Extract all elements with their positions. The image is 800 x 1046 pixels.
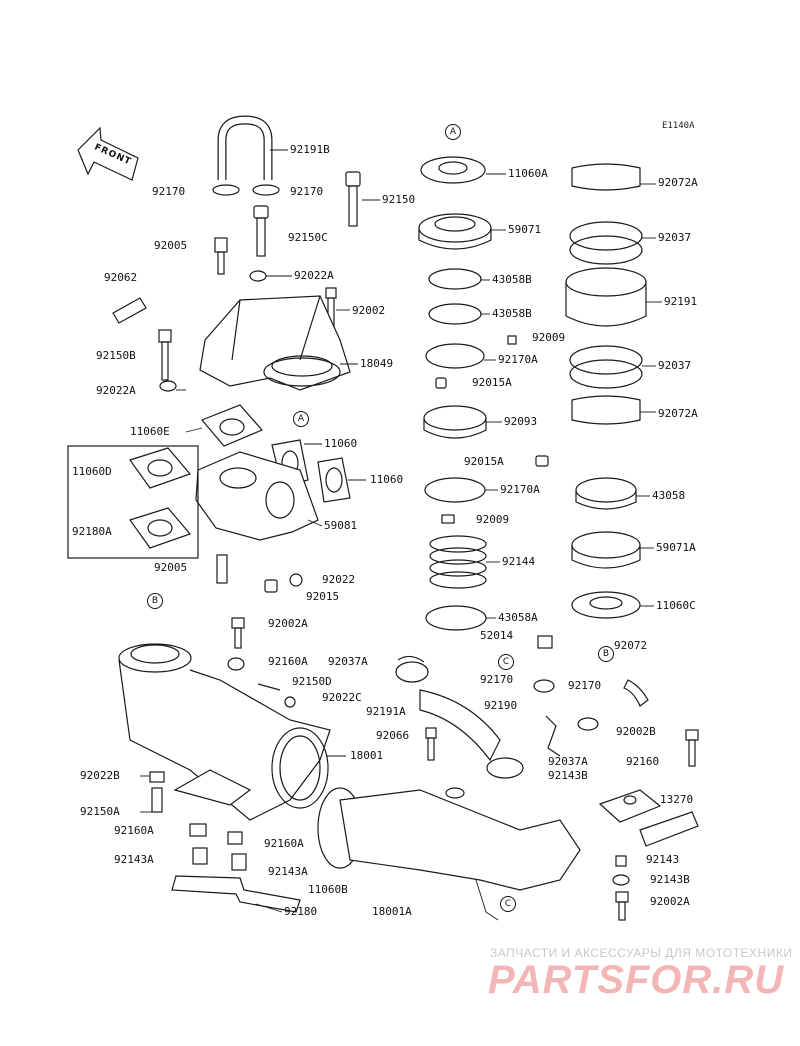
part-label: 92170 — [568, 679, 602, 692]
part-label: 92160A — [264, 837, 304, 850]
part-label: 92150B — [96, 349, 136, 362]
part-label: 92093 — [504, 415, 538, 428]
part-label: 92037 — [658, 359, 692, 372]
part-label: 92015 — [306, 590, 340, 603]
part-label: 92170A — [500, 483, 540, 496]
part-label: 92022A — [96, 384, 136, 397]
part-label: 11060B — [308, 883, 348, 896]
part-label: 11060 — [370, 473, 404, 486]
part-label: 92009 — [532, 331, 566, 344]
part-label: 92191B — [290, 143, 330, 156]
part-label: 92062 — [104, 271, 138, 284]
part-label: 11060C — [656, 599, 696, 612]
part-label: 11060E — [130, 425, 170, 438]
callout-b-right: B — [598, 646, 614, 662]
part-label: 92150D — [292, 675, 332, 688]
part-label: 52014 — [480, 629, 514, 642]
part-label: 92143A — [114, 853, 154, 866]
part-label: 92191A — [366, 705, 406, 718]
part-label: 92009 — [476, 513, 510, 526]
hose-clamp-shape — [212, 184, 280, 196]
part-label: 92002 — [352, 304, 386, 317]
part-label: 92160A — [268, 655, 308, 668]
part-label: 92143 — [646, 853, 680, 866]
part-label: 11060 — [324, 437, 358, 450]
part-label: 92037A — [548, 755, 588, 768]
inset-box-shape — [67, 445, 199, 559]
part-label: 43058B — [492, 307, 532, 320]
part-label: 92037A — [328, 655, 368, 668]
part-label: 92002A — [268, 617, 308, 630]
part-label: 59071A — [656, 541, 696, 554]
breather-hose-shape — [217, 115, 273, 180]
part-label: 43058A — [498, 611, 538, 624]
watermark-logo: PARTSFOR.RU — [488, 958, 785, 1002]
part-label: 92066 — [376, 729, 410, 742]
callout-a-top: A — [445, 124, 461, 140]
engine-cover-shape — [199, 295, 351, 391]
bolt-shape — [112, 171, 361, 392]
part-label: 59071 — [508, 223, 542, 236]
part-label: 92022C — [322, 691, 362, 704]
drain-plug-shape — [216, 554, 303, 593]
part-label: 92143B — [548, 769, 588, 782]
part-label: 92170 — [290, 185, 324, 198]
part-label: 92005 — [154, 561, 188, 574]
part-label: 92170A — [498, 353, 538, 366]
part-label: 92170 — [152, 185, 186, 198]
part-label: 92143B — [650, 873, 690, 886]
part-label: 92015A — [472, 376, 512, 389]
part-label: 92072A — [658, 407, 698, 420]
part-label: 92180 — [284, 905, 318, 918]
part-label: 92160 — [626, 755, 660, 768]
nozzle-shape — [339, 689, 581, 891]
part-label: 92190 — [484, 699, 518, 712]
callout-c-nozzle: C — [500, 896, 516, 912]
exhaust-manifold-shape — [195, 451, 319, 541]
part-label: 59081 — [324, 519, 358, 532]
part-label: 92022 — [322, 573, 356, 586]
part-label: 11060A — [508, 167, 548, 180]
bellows-stack-shape — [565, 163, 649, 707]
part-label: 92143A — [268, 865, 308, 878]
part-label: 92160A — [114, 824, 154, 837]
part-label: 18049 — [360, 357, 394, 370]
hardware-shape — [149, 617, 699, 921]
drawing-code: E1140A — [662, 121, 695, 131]
part-label: 92005 — [154, 239, 188, 252]
part-label: 92037 — [658, 231, 692, 244]
part-label: 92072A — [658, 176, 698, 189]
part-label: 43058 — [652, 489, 686, 502]
callout-a-cover: A — [293, 411, 309, 427]
part-label: 13270 — [660, 793, 694, 806]
part-label: 92022A — [294, 269, 334, 282]
part-label: 92150A — [80, 805, 120, 818]
part-label: 92180A — [72, 525, 112, 538]
part-label: 92022B — [80, 769, 120, 782]
part-label: 92150C — [288, 231, 328, 244]
callout-c-hose: C — [498, 654, 514, 670]
part-label: 92072 — [614, 639, 648, 652]
part-label: 18001 — [350, 749, 384, 762]
part-label: 92002B — [616, 725, 656, 738]
part-label: 92144 — [502, 555, 536, 568]
seal-stack-shape — [418, 156, 549, 631]
part-label: 92015A — [464, 455, 504, 468]
part-label: 92170 — [480, 673, 514, 686]
watermark-tagline: ЗАПЧАСТИ И АКСЕССУАРЫ ДЛЯ МОТОТЕХНИКИ — [490, 946, 793, 960]
part-label: 18001A — [372, 905, 412, 918]
callout-b-housing: B — [147, 593, 163, 609]
part-label: 92150 — [382, 193, 416, 206]
front-arrow-icon — [77, 126, 139, 181]
part-label: 43058B — [492, 273, 532, 286]
part-label: 11060D — [72, 465, 112, 478]
part-label: 92191 — [664, 295, 698, 308]
part-label: 92002A — [650, 895, 690, 908]
leader-lines — [140, 149, 662, 921]
